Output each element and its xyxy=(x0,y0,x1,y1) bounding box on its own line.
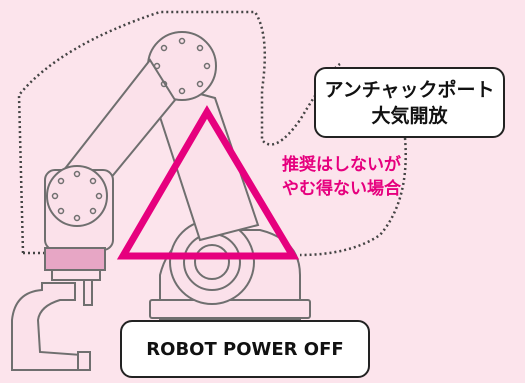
base-joint-inner xyxy=(194,244,230,280)
robot-power-off-callout: ROBOT POWER OFF xyxy=(120,320,370,378)
dotted-air-line xyxy=(17,10,341,254)
wrist-joint xyxy=(46,165,108,227)
warning-line1: 推奨はしないが xyxy=(282,155,401,175)
tool-flange xyxy=(44,247,106,271)
shoulder-bolts xyxy=(153,37,211,95)
robot-base-foot xyxy=(149,299,311,319)
gripper-body xyxy=(11,282,83,371)
robot-power-off-label: ROBOT POWER OFF xyxy=(146,338,344,360)
port-release-line2: 大気開放 xyxy=(371,104,448,127)
port-release-callout: アンチャックポート 大気開放 xyxy=(314,67,505,138)
port-release-line1: アンチャックポート xyxy=(324,78,495,101)
warning-line2: やむ得ない場合 xyxy=(282,179,401,199)
gripper-finger xyxy=(77,351,91,371)
tool-mount xyxy=(51,269,101,281)
warning-note: 推奨はしないが やむ得ない場合 xyxy=(282,153,401,201)
warning-triangle xyxy=(116,105,300,260)
dotted-air-line-lower xyxy=(299,137,407,257)
gripper-pin xyxy=(83,279,93,306)
wrist-bolts xyxy=(51,170,103,222)
